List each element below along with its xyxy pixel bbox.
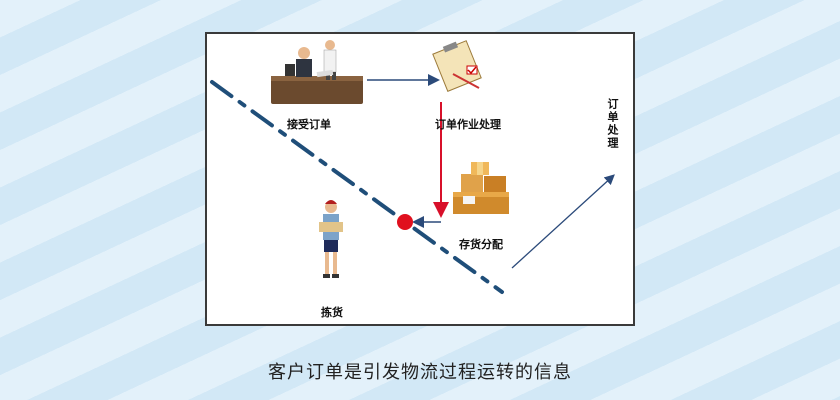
- arrow-diagonal-up: [511, 174, 615, 269]
- label-picking: 拣货: [321, 306, 343, 319]
- picker-person-icon: [319, 200, 343, 278]
- clipboard-icon: [432, 40, 482, 92]
- label-inventory-allocation: 存货分配: [459, 238, 503, 251]
- subtitle-caption: 客户订单是引发物流过程运转的信息: [268, 362, 572, 383]
- diagram-canvas: [210, 40, 615, 294]
- label-order-handling-vertical: 订单处理: [606, 98, 619, 150]
- boxes-icon: [453, 162, 509, 214]
- diagram-panel: 接受订单 订单作业处理 存货分配 拣货 订单处理: [205, 32, 635, 326]
- red-dot-marker: [397, 214, 413, 230]
- label-order-processing: 订单作业处理: [435, 118, 501, 131]
- dashed-divider-line: [210, 80, 504, 294]
- label-receive-order: 接受订单: [287, 118, 331, 131]
- office-desk-icon: [271, 40, 363, 104]
